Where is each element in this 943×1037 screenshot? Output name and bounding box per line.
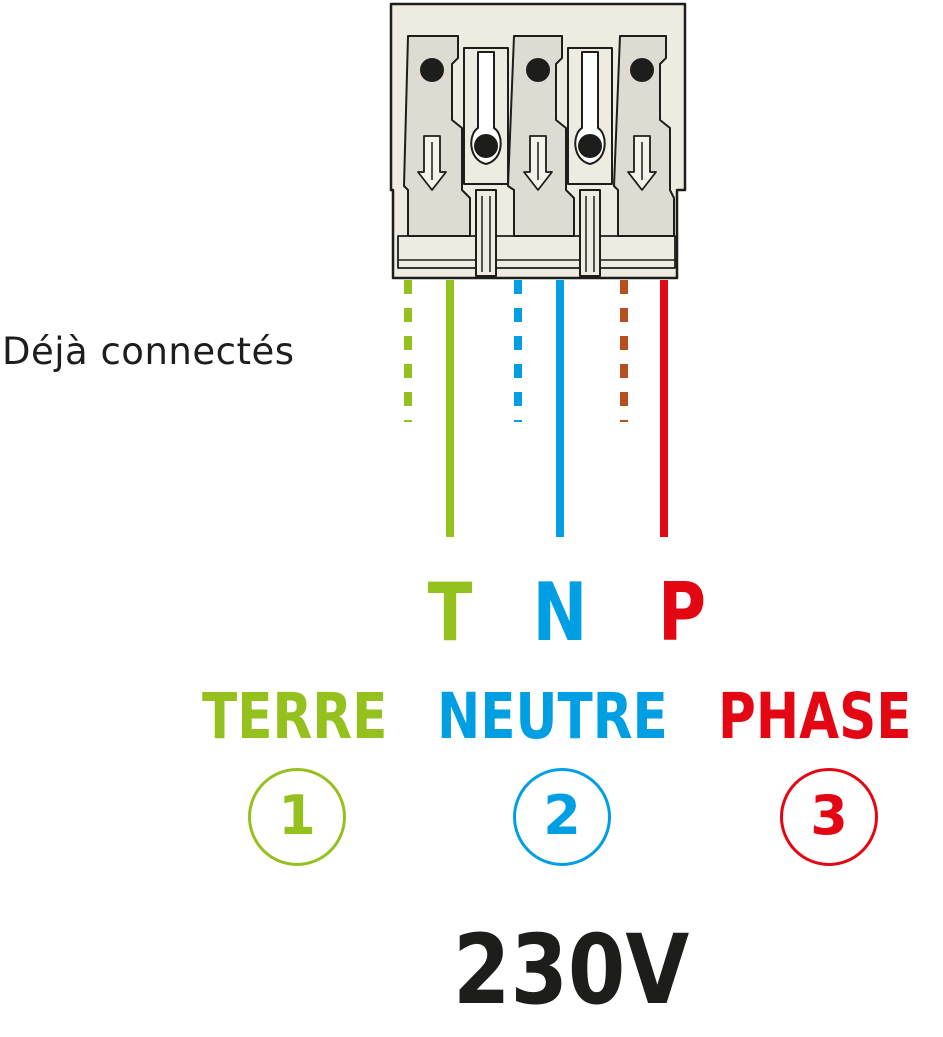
wire-number-2: 2 xyxy=(513,768,611,866)
screw-channel-1 xyxy=(463,47,509,277)
terminal-slot-1 xyxy=(403,35,471,237)
terminal-slot-2 xyxy=(507,35,575,237)
wire-letter-neutre: N xyxy=(532,566,588,659)
voltage-label: 230V xyxy=(453,914,690,1026)
wire-letter-terre: T xyxy=(427,566,473,659)
wire-name-terre: TERRE xyxy=(202,680,388,753)
terminal-block xyxy=(389,2,687,280)
screw-channel-2 xyxy=(567,47,613,277)
wire-number-1: 1 xyxy=(248,768,346,866)
wire-number-3: 3 xyxy=(780,768,878,866)
wire-name-neutre: NEUTRE xyxy=(437,680,668,753)
wire-letter-phase: P xyxy=(657,566,707,659)
terminal-slot-3 xyxy=(613,35,675,237)
already-connected-label: Déjà connectés xyxy=(2,330,295,373)
wire-name-phase: PHASE xyxy=(718,680,912,753)
